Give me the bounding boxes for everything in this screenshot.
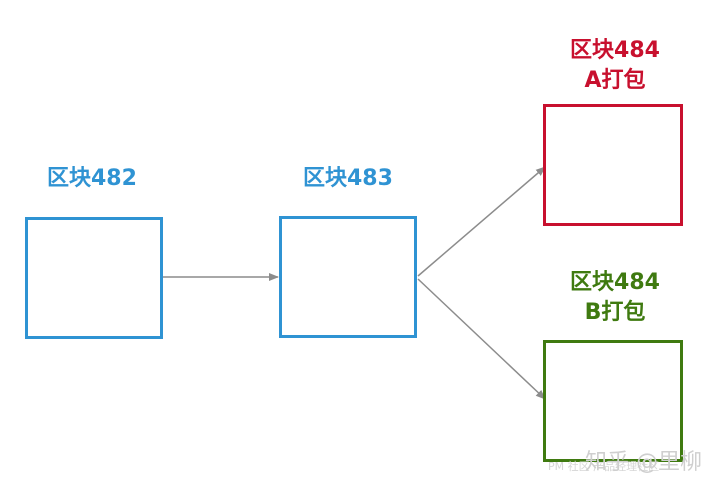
block-484b-label-line2: B打包 [584,300,646,325]
watermark-subtext: PM 社区 产品经理社区 [548,460,660,473]
block-484b-label-line1: 区块484 [570,270,660,295]
block-484a-label-line2: A打包 [584,68,646,93]
arrow-483-to-484a [417,166,546,277]
block-484a-box [543,104,683,226]
block-484a-label-line1: 区块484 [570,38,660,63]
block-482-box [25,217,163,339]
block-482-label: 区块482 [47,166,137,191]
block-483-label: 区块483 [303,166,393,191]
watermark: 知乎 @里柳 [585,450,702,475]
block-484a-label: 区块484 A打包 [552,36,678,96]
block-484b-label: 区块484 B打包 [552,268,678,328]
block-483-box [279,216,417,338]
block-484b-box [543,340,683,462]
arrow-483-to-484b [417,278,546,400]
